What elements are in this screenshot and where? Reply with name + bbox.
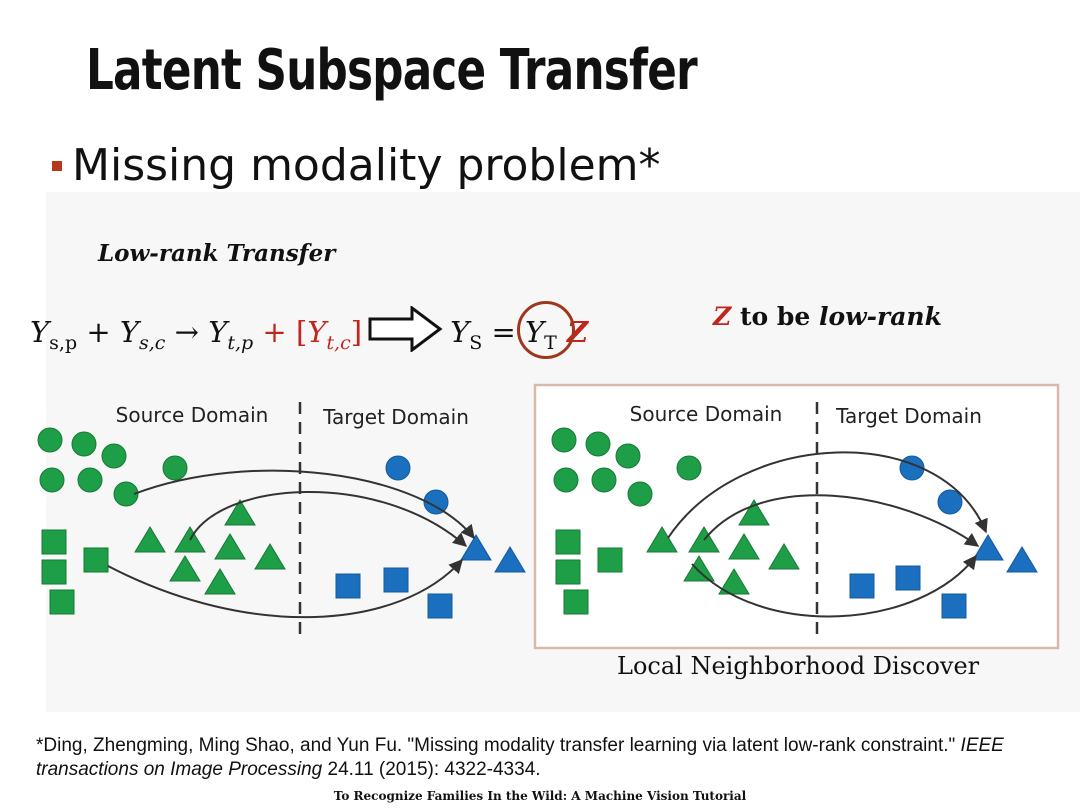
bullet-text: Missing modality problem*: [72, 140, 661, 191]
right-target-domain-label: Target Domain: [835, 404, 982, 428]
left-source-squares: [41, 529, 109, 615]
right-source-domain-label: Source Domain: [630, 402, 783, 426]
bullet-square-icon: [52, 160, 62, 171]
transfer-formula: Ys,p + Ys,c → Yt,p + [Yt,c] YS = YT Z: [30, 296, 588, 359]
left-target-shapes: [335, 455, 526, 619]
slide-title: Latent Subspace Transfer: [86, 38, 698, 103]
right-source-squares: [555, 529, 623, 615]
right-source-circles: [551, 427, 702, 507]
highlight-circle-icon: [517, 301, 576, 359]
left-panel: Source Domain Target Domain: [37, 402, 526, 642]
low-rank-note: Z to be low-rank: [713, 302, 942, 331]
right-panel-box: [533, 383, 1060, 650]
left-target-domain-label: Target Domain: [322, 405, 469, 429]
bullet-item: Missing modality problem*: [52, 140, 661, 191]
left-transfer-arrows: [107, 469, 475, 619]
right-transfer-arrows: [667, 451, 988, 618]
implies-arrow-icon: [368, 305, 444, 353]
right-panel: Source Domain Target Domain: [533, 383, 1060, 650]
local-neighborhood-caption: Local Neighborhood Discover: [617, 652, 980, 680]
right-target-shapes: [849, 455, 1038, 619]
left-source-domain-label: Source Domain: [116, 403, 269, 427]
low-rank-subtitle: Low-rank Transfer: [98, 240, 336, 267]
domain-transfer-diagram: Source Domain Target Domain: [37, 383, 1060, 650]
left-source-circles: [37, 427, 188, 507]
citation: *Ding, Zhengming, Ming Shao, and Yun Fu.…: [36, 735, 1004, 780]
slide-footer: To Recognize Families In the Wild: A Mac…: [333, 789, 747, 803]
left-source-triangles: [134, 499, 286, 595]
